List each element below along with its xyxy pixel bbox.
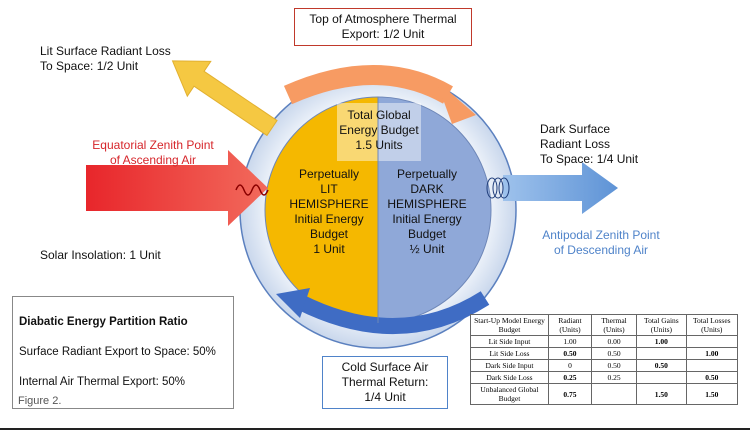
table-cell: 1.50: [685, 383, 739, 405]
table-cell: 0.50: [636, 359, 687, 372]
dark-spiral-icon: [486, 177, 510, 199]
total-budget-box: [337, 103, 421, 161]
table-cell: 0.25: [590, 371, 638, 384]
table-header-cell: Total Gains (Units): [636, 314, 687, 336]
table-cell: 1.00: [685, 347, 739, 360]
table-row: Dark Side Loss 0.25 0.25 0.50: [470, 371, 739, 384]
cold-return-arrow: [296, 291, 490, 335]
table-cell: 1.00: [636, 335, 687, 348]
lit-hemisphere-label: Perpetually LIT HEMISPHERE Initial Energ…: [289, 167, 369, 256]
table-cell: 0.50: [590, 359, 638, 372]
table-header-cell: Radiant (Units): [547, 314, 593, 336]
solar-wave-icon: [235, 184, 269, 196]
table-cell: 1.50: [636, 383, 687, 405]
table-row: Unbalanced Global Budget 0.75 1.50 1.50: [470, 383, 739, 405]
table-cell: [685, 335, 739, 348]
table-row: Dark Side Input 0 0.50 0.50: [470, 359, 739, 372]
dark-hemisphere: [378, 97, 491, 323]
table-cell: Unbalanced Global Budget: [470, 383, 549, 405]
energy-budget-table: Start-Up Model Energy Budget Radiant (Un…: [470, 314, 739, 405]
equatorial-zenith-label: Equatorial Zenith Point of Ascending Air: [92, 138, 214, 167]
table-cell: Lit Side Input: [470, 335, 549, 348]
table-cell: [636, 347, 687, 360]
table-cell: [590, 383, 638, 405]
lit-surface-loss-label: Lit Surface Radiant Loss To Space: 1/2 U…: [40, 44, 171, 73]
table-cell: 0.25: [547, 371, 593, 384]
lit-hemisphere: [265, 97, 378, 323]
dark-surface-loss-arrow: [503, 162, 618, 214]
dark-surface-loss-label: Dark Surface Radiant Loss To Space: 1/4 …: [540, 122, 639, 166]
table-row: Lit Side Loss 0.50 0.50 1.00: [470, 347, 739, 360]
table-cell: Dark Side Loss: [470, 371, 549, 384]
table-header-cell: Start-Up Model Energy Budget: [470, 314, 549, 336]
table-cell: 0.75: [547, 383, 593, 405]
table-cell: 1.00: [547, 335, 593, 348]
partition-box: Diabatic Energy Partition Ratio Surface …: [12, 296, 234, 409]
dark-hemisphere-label: Perpetually DARK HEMISPHERE Initial Ener…: [387, 167, 467, 256]
table-header-cell: Total Losses (Units): [685, 314, 739, 336]
lit-surface-loss-arrow: [171, 60, 278, 137]
cold-return-label: Cold Surface Air Thermal Return: 1/4 Uni…: [322, 356, 448, 409]
table-cell: 0.50: [685, 371, 739, 384]
table-row: Lit Side Input 1.00 0.00 1.00: [470, 335, 739, 348]
figure-label: Figure 2.: [18, 395, 62, 407]
total-budget-label: Total Global Energy Budget 1.5 Units: [339, 108, 419, 152]
thermal-export-arrow: [283, 65, 453, 105]
partition-line-2: Internal Air Thermal Export: 50%: [19, 376, 185, 388]
cold-return-arrow-head: [276, 288, 310, 318]
table-header-row: Start-Up Model Energy Budget Radiant (Un…: [470, 314, 739, 336]
table-cell: [685, 359, 739, 372]
table-header-cell: Thermal (Units): [590, 314, 638, 336]
table-cell: 0.00: [590, 335, 638, 348]
table-cell: Lit Side Loss: [470, 347, 549, 360]
solar-insolation-label: Solar Insolation: 1 Unit: [40, 248, 161, 262]
solar-insolation-arrow: [86, 150, 268, 226]
table-cell: 0.50: [547, 347, 593, 360]
top-atmosphere-export-label: Top of Atmosphere Thermal Export: 1/2 Un…: [294, 8, 472, 46]
thermal-export-arrow-head: [436, 80, 476, 124]
table-cell: Dark Side Input: [470, 359, 549, 372]
partition-line-1: Surface Radiant Export to Space: 50%: [19, 346, 216, 358]
antipodal-zenith-label: Antipodal Zenith Point of Descending Air: [542, 228, 660, 257]
table-cell: [636, 371, 687, 384]
table-cell: 0: [547, 359, 593, 372]
partition-title: Diabatic Energy Partition Ratio: [19, 316, 188, 328]
table-cell: 0.50: [590, 347, 638, 360]
